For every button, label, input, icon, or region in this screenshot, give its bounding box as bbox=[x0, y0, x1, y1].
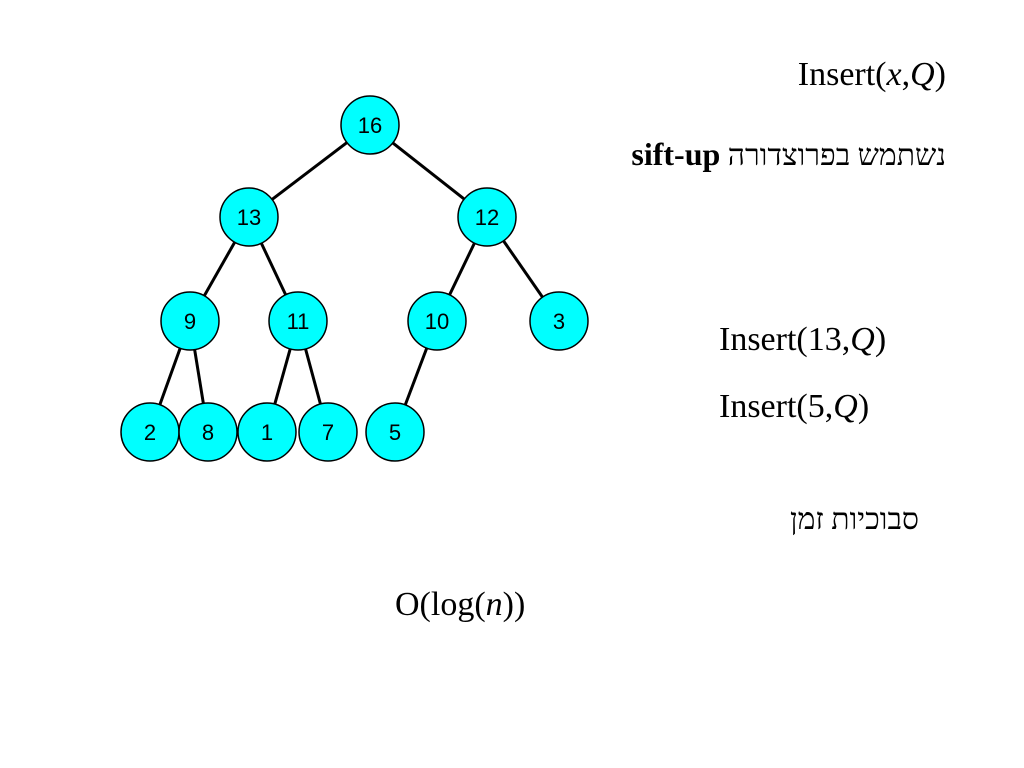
insert-suffix: ) bbox=[934, 56, 946, 93]
heap-node-label: 16 bbox=[358, 113, 382, 138]
tree-edge bbox=[448, 242, 476, 296]
example-1-prefix: Insert(13, bbox=[719, 321, 851, 358]
insert-q-param: Q bbox=[910, 56, 935, 93]
complexity-suffix: )) bbox=[502, 586, 526, 623]
heap-node-13: 13 bbox=[219, 187, 279, 247]
heap-node-label: 10 bbox=[425, 309, 449, 334]
heap-node-circle bbox=[178, 402, 238, 462]
heap-node-5: 5 bbox=[365, 402, 425, 462]
heap-node-10: 10 bbox=[407, 291, 467, 351]
example-insert-13: Insert(13,Q) bbox=[719, 323, 886, 357]
heap-node-circle bbox=[407, 291, 467, 351]
tree-edge bbox=[158, 347, 182, 406]
heap-node-label: 1 bbox=[261, 420, 273, 445]
heap-node-circle bbox=[219, 187, 279, 247]
tree-edge bbox=[502, 239, 544, 299]
heap-node-circle bbox=[340, 95, 400, 155]
heap-node-label: 5 bbox=[389, 420, 401, 445]
insert-x-param: x bbox=[886, 56, 902, 93]
tree-nodes: 16 13 12 9 11 10 3 2 8 1 7 5 bbox=[120, 95, 589, 462]
sift-up-note: נשתמש בפרוצדורה sift-up bbox=[631, 138, 946, 171]
example-1-suffix: ) bbox=[874, 321, 887, 358]
tree-edge bbox=[403, 347, 429, 406]
sift-up-procedure-name: sift-up bbox=[631, 136, 721, 172]
example-2-q: Q bbox=[833, 388, 858, 425]
example-insert-5: Insert(5,Q) bbox=[719, 390, 869, 424]
heap-node-8: 8 bbox=[178, 402, 238, 462]
heap-node-label: 7 bbox=[322, 420, 334, 445]
heap-node-label: 11 bbox=[287, 309, 310, 334]
tree-edges bbox=[158, 141, 544, 406]
heap-node-12: 12 bbox=[457, 187, 517, 247]
heap-node-7: 7 bbox=[298, 402, 358, 462]
tree-edge bbox=[271, 141, 348, 201]
insert-comma: , bbox=[901, 56, 911, 93]
heap-node-3: 3 bbox=[529, 291, 589, 351]
complexity-value: O(log(n)) bbox=[395, 588, 525, 622]
complexity-label: סבוכיות זמן bbox=[790, 503, 919, 536]
heap-node-circle bbox=[365, 402, 425, 462]
heap-node-1: 1 bbox=[237, 402, 297, 462]
insert-signature: Insert(x,Q) bbox=[798, 58, 946, 92]
heap-node-circle bbox=[160, 291, 220, 351]
heap-node-circle bbox=[298, 402, 358, 462]
heap-node-label: 13 bbox=[237, 205, 261, 230]
heap-node-circle bbox=[529, 291, 589, 351]
tree-edge bbox=[203, 241, 236, 297]
heap-node-label: 9 bbox=[184, 309, 196, 334]
heap-node-circle bbox=[457, 187, 517, 247]
heap-node-11: 11 bbox=[268, 291, 328, 351]
heap-node-2: 2 bbox=[120, 402, 180, 462]
tree-edge bbox=[260, 242, 287, 296]
heap-node-label: 8 bbox=[202, 420, 214, 445]
heap-node-16: 16 bbox=[340, 95, 400, 155]
heap-node-9: 9 bbox=[160, 291, 220, 351]
heap-node-label: 3 bbox=[553, 309, 565, 334]
tree-edge bbox=[304, 348, 322, 405]
tree-edge bbox=[391, 141, 466, 201]
heap-node-label: 2 bbox=[144, 420, 156, 445]
tree-edge bbox=[273, 348, 292, 405]
example-2-suffix: ) bbox=[857, 388, 870, 425]
complexity-prefix: O(log( bbox=[395, 586, 486, 623]
sift-up-hebrew-text: נשתמש בפרוצדורה bbox=[727, 139, 946, 172]
heap-node-label: 12 bbox=[475, 205, 499, 230]
heap-node-circle bbox=[237, 402, 297, 462]
insert-prefix: Insert( bbox=[797, 56, 887, 93]
example-1-q: Q bbox=[850, 321, 875, 358]
tree-edge bbox=[193, 349, 205, 404]
complexity-n: n bbox=[485, 586, 503, 623]
example-2-prefix: Insert(5, bbox=[719, 388, 834, 425]
heap-node-circle bbox=[268, 291, 328, 351]
